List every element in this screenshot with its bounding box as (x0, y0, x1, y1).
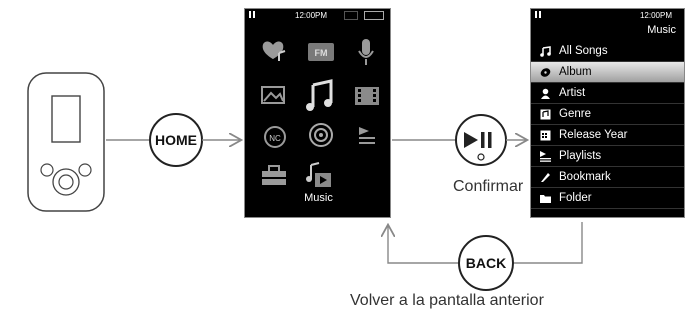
menu-item-album[interactable]: Album (531, 62, 684, 83)
bookmark-icon (541, 173, 550, 182)
play-icon (464, 132, 478, 148)
heart-music-icon[interactable] (262, 41, 286, 61)
menu-item-label: Artist (559, 87, 586, 99)
home-button-label: HOME (155, 132, 197, 148)
back-button-label: BACK (466, 255, 506, 271)
back-loop (388, 222, 583, 264)
menu-item-all-songs[interactable]: All Songs (531, 41, 684, 62)
video-icon[interactable] (355, 87, 379, 105)
calendar-icon (540, 130, 551, 141)
status-bar: 12:00PM (245, 9, 390, 23)
menu-title: Music (647, 24, 676, 36)
music-menu-screen: 12:00PM Music All Songs Album Artist Gen… (530, 8, 685, 218)
menu-item-label: Playlists (559, 150, 602, 162)
status-bar: 12:00PM (531, 9, 684, 23)
playlist-icon[interactable] (359, 127, 375, 144)
pause-status-icon (249, 11, 255, 18)
music-player-icon[interactable] (306, 162, 331, 187)
microphone-icon[interactable] (358, 39, 374, 65)
menu-item-label: Bookmark (559, 171, 611, 183)
pause-icon (481, 132, 485, 148)
toolbox-icon[interactable] (262, 165, 286, 185)
hold-icon (344, 11, 358, 20)
photo-icon[interactable] (261, 86, 285, 104)
play-pause-button[interactable] (455, 114, 507, 166)
back-button[interactable] (458, 235, 514, 291)
home-screen: 12:00PM FM (244, 8, 391, 218)
menu-item-folder[interactable]: Folder (531, 188, 684, 209)
disc-icon (540, 68, 551, 77)
menu-item-label: Album (559, 66, 592, 78)
menu-item-label: Folder (559, 192, 592, 204)
home-screen-label: Music (304, 192, 333, 204)
fm-radio-icon[interactable]: FM (308, 43, 334, 61)
walkman-device (27, 72, 105, 212)
svg-text:FM: FM (315, 48, 328, 58)
status-time: 12:00PM (295, 11, 328, 20)
menu-item-bookmark[interactable]: Bookmark (531, 167, 684, 188)
folder-icon (540, 195, 551, 203)
menu-item-label: All Songs (559, 45, 608, 57)
menu-item-playlists[interactable]: Playlists (531, 146, 684, 167)
playlist-icon (540, 151, 551, 162)
genre-icon (540, 109, 551, 120)
status-time: 12:00PM (639, 11, 672, 20)
home-icon-grid: FM NC (261, 39, 379, 187)
person-icon (541, 88, 550, 99)
pause-status-icon (535, 11, 541, 18)
music-note-icon[interactable] (306, 79, 333, 111)
podcast-icon[interactable] (309, 123, 333, 147)
music-menu-list: All Songs Album Artist Genre Release Yea… (531, 41, 684, 209)
menu-item-label: Genre (559, 108, 591, 120)
menu-item-label: Release Year (559, 129, 628, 141)
menu-item-genre[interactable]: Genre (531, 104, 684, 125)
confirm-caption: Confirmar (453, 178, 524, 195)
menu-item-artist[interactable]: Artist (531, 83, 684, 104)
svg-text:NC: NC (269, 134, 281, 143)
music-note-icon (540, 46, 551, 57)
back-caption: Volver a la pantalla anterior (350, 292, 544, 309)
noise-cancel-icon[interactable]: NC (264, 126, 286, 148)
battery-icon (364, 11, 384, 20)
menu-item-release-year[interactable]: Release Year (531, 125, 684, 146)
